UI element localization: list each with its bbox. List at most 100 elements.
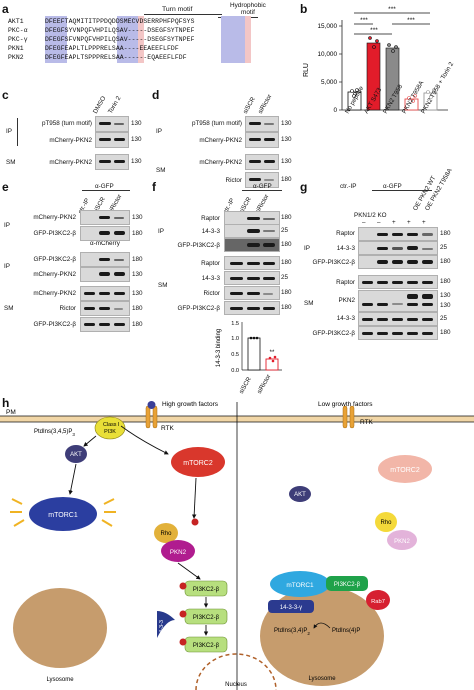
panel-e-group-ip1: IP [4,222,10,229]
nucleus-outline [195,653,277,690]
rho-left [154,523,178,543]
panel-f-group-ip: IP [158,228,164,235]
akt-left-label: AKT [70,452,82,458]
panel-d-group-ip: IP [156,128,162,135]
panel-f-sig: ** [270,350,275,356]
mtorc1-activation-rays [10,498,116,527]
seq-row-4: DFEGFEAPLTSPPPRELSAA------EQAEEFLFDF [45,54,187,61]
hm-site-highlight [245,16,251,63]
rtk-label-right: RTK [360,419,374,426]
pkn2-right [387,530,417,550]
bar-akt-s473 [366,42,381,111]
panel-f-mw-2: 180 [281,241,292,248]
akt-right-label: AKT [294,492,306,498]
alignment-names: AKT1 PKC-α PKC-γ PKN1 PKN2 [8,17,28,62]
sig-2: *** [370,27,378,34]
panel-e-header-line [82,190,130,191]
panel-c-mw-0: 130 [131,120,142,127]
panel-c-ip-bracket [17,118,18,146]
seq-name-1: PKC-α [8,27,28,34]
pi3kc2b-right-label: PI3KC2-β [334,582,361,588]
panel-f-row-6: GFP-PI3KC2-β [177,305,220,312]
panel-c-mw-2: 130 [131,158,142,165]
blot-d-2 [245,132,279,148]
panel-f-mw-1: 25 [281,227,289,234]
panel-e-group-ip2: IP [4,263,10,270]
panel-f-row-1: 14-3-3 [201,228,220,235]
class1-pi3k [94,416,126,440]
rab7-right [366,590,390,610]
blot-f-5 [224,271,280,285]
panel-f-mw-3: 180 [281,259,292,266]
blot-c-2 [95,132,129,148]
blot-e-6 [80,301,130,316]
panel-d-group-sm: SM [156,167,166,174]
mtorc1-right [270,571,330,597]
lysosome-left [13,588,107,668]
panel-f-bar-sirictor [265,358,279,371]
lysosome-left-label: Lysosome [46,677,74,683]
akt-left [65,445,87,463]
panel-b-label: b [300,2,308,16]
pi3kc2b-label-2: PI3KC2-β [193,615,220,621]
panel-e-row-6: GFP-PI3KC2-β [33,321,76,328]
panel-g-mw-7: 180 [440,329,451,336]
panel-f-chart-xcat-0: siSCR [237,376,253,395]
14-3-3-label: 14-3-3 [159,620,165,636]
panel-h-diagram: High growth factors Low growth factors P… [0,401,474,690]
panel-b-ytick-3: 15,000 [317,23,337,30]
panel-g-row-5: 14-3-3 [336,315,355,322]
lysosome-right-label: Lysosome [308,676,336,682]
panel-g-ko-sign-0: – [362,219,366,226]
blot-e-1 [80,210,130,225]
class1-label-2: PI3K [104,429,116,435]
seq-name-2: PKC-γ [8,36,28,43]
blot-g-5 [358,290,438,312]
panel-d-mw-1: 130 [281,136,292,143]
panel-g-mw-3: 180 [440,278,451,285]
panel-g-mw-5: 130 [440,302,451,309]
panel-e-row-1: GFP-PI3KC2-β [33,230,76,237]
pi4p-label: PtdIns(4)P [332,628,360,634]
panel-e-row-3: mCherry-PKN2 [33,271,76,278]
alignment-seqs: DFEEFTAQMITITPPDQDDSMECVDSERRPHFPQFSYS D… [45,17,195,62]
panel-f-ylabel: 14-3-3 binding [216,329,222,367]
panel-b-ytick-2: 10,000 [317,51,337,58]
panel-e-label: e [2,180,9,194]
blot-g-7 [358,326,438,340]
blot-g-6 [358,312,438,326]
panel-e-row-4: mCherry-PKN2 [33,290,76,297]
14-3-3-shape [157,611,175,638]
panel-g-row-6: GFP-PI3KC2-β [312,330,355,337]
panel-g-header-line [372,190,432,191]
panel-f-row-3: Raptor [201,260,220,267]
pi3kc2b-right [326,576,368,591]
rho-left-label: Rho [160,531,172,537]
blot-g-4 [358,275,438,289]
panel-b-ylabel: RLU [303,63,310,77]
panel-g-ko-label: PKN1/2 KO [354,212,387,219]
panel-f-mw-6: 180 [281,304,292,311]
panel-h-label: h [2,396,10,410]
rab7-label: Rab7 [371,599,385,605]
panel-f-row-2: GFP-PI3KC2-β [177,242,220,249]
panel-f-label: f [152,180,156,194]
blot-f-6 [224,286,280,300]
panel-f-mw-5: 180 [281,289,292,296]
panel-c-row-2: mCherry-PKN2 [49,159,92,166]
pi3kc2b-label-3: PI3KC2-β [193,643,220,649]
panel-g-mw-4: 130 [440,292,451,299]
panel-f-ytick-3: 1.5 [231,321,239,327]
panel-g-group-ip: IP [304,245,310,252]
panel-g-row-3: Raptor [336,279,355,286]
panel-b-ticks [339,25,342,111]
panel-d-mw-0: 130 [281,120,292,127]
panel-c-label: c [2,88,9,102]
blot-d-1 [245,116,279,132]
panel-f-group-sm: SM [158,282,168,289]
seq-name-3: PKN1 [8,45,24,52]
high-growth-label: High growth factors [162,401,219,408]
14-3-3-gamma-label: 14-3-3-γ [280,605,302,611]
panel-f-bar-siscr [247,337,261,371]
panel-d-mw-3: 180 [281,176,292,183]
